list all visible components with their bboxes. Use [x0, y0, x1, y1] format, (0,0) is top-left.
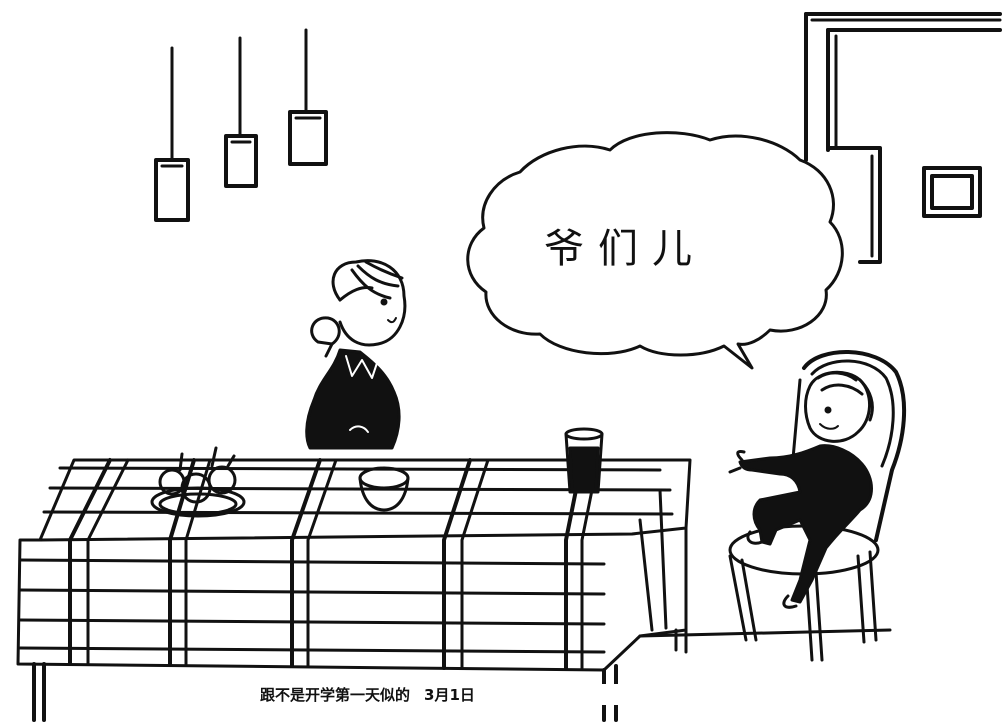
pendant-lamp-right: [288, 28, 328, 166]
drink-glass: [564, 427, 604, 494]
wall-frame: [922, 166, 982, 218]
caption-date: 3月1日: [424, 686, 475, 704]
fruit-bowl: [150, 446, 246, 518]
pendant-lamp-middle: [224, 36, 258, 188]
window-frame: [804, 12, 1002, 264]
speech-bubble: [466, 131, 844, 370]
pendant-lamp-left: [154, 46, 190, 222]
floor-line: [638, 628, 892, 638]
cup: [358, 466, 410, 512]
caption: 跟不是开学第一天似的 3月1日: [258, 684, 622, 705]
dining-table: [16, 458, 692, 722]
speech-bubble-text: 爷们儿: [544, 226, 706, 272]
caption-text: 跟不是开学第一天似的: [260, 686, 411, 704]
woman-figure: [305, 259, 407, 450]
man-figure: [728, 370, 874, 609]
